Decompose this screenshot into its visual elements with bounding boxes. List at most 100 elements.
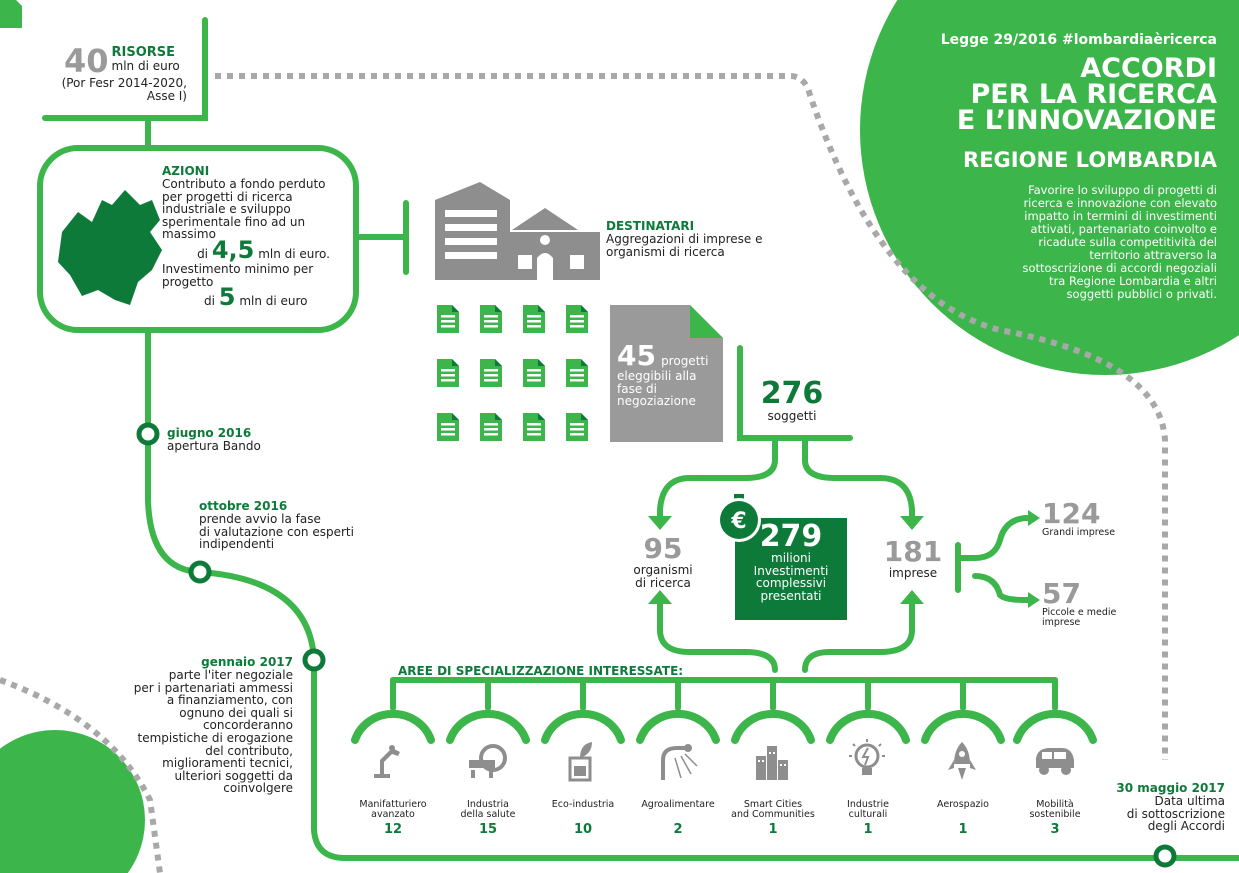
corner-circle — [0, 730, 145, 873]
document-icon — [437, 413, 459, 441]
area-count: 2 — [673, 822, 683, 837]
header: Legge 29/2016 #lombardiaèricerca ACCORDI… — [941, 32, 1217, 301]
resources-note-line: (Por Fesr 2014-2020, — [61, 76, 187, 90]
recipients-heading: DESTINATARI — [606, 219, 695, 233]
arrow-down-right — [900, 516, 924, 530]
dotted-path-left — [0, 677, 163, 873]
area-label-line: Industrie — [847, 799, 889, 810]
timeline-line: a finanziamento, con — [166, 693, 293, 708]
description-line: ricadute sulla competitività del — [1038, 235, 1217, 249]
timeline-line: di valutazione con esperti — [199, 524, 354, 539]
actions-line: industriale e sviluppo — [162, 202, 291, 217]
companies-number: 181 — [883, 535, 943, 568]
timeline-line: ognuno dei quali si — [179, 705, 293, 720]
timeline-date: gennaio 2017 — [201, 655, 293, 669]
projects-number: 45 — [617, 339, 656, 372]
area-label-line: Industria — [467, 799, 509, 810]
document-icon — [480, 359, 502, 387]
actions-line: Contributo a fondo perduto — [162, 177, 326, 191]
timeline-june: giugno 2016 apertura Bando — [167, 427, 307, 453]
area-label-line: sostenibile — [1029, 809, 1081, 820]
arrow-up-right — [900, 590, 924, 604]
medical-scanner-icon — [469, 744, 507, 778]
area-label-line: Agroalimentare — [641, 799, 715, 810]
actions-max: di 4,5 mln di euro. — [162, 238, 330, 263]
leaf-jar-icon — [568, 742, 592, 782]
timeline-line: concorderanno — [202, 718, 293, 733]
timeline-line: apertura Bando — [167, 439, 261, 453]
resources-label: RISORSE — [111, 45, 176, 60]
recipients-line: Aggregazioni di imprese e — [606, 232, 763, 246]
timeline-line — [42, 17, 1239, 861]
electric-car-icon — [1036, 748, 1074, 775]
areas-up-right — [802, 597, 915, 673]
timeline-line: indipendenti — [199, 537, 275, 551]
projects-line: fase di — [617, 381, 657, 396]
area-count: 3 — [1050, 822, 1060, 837]
actions-max-prefix: di — [197, 246, 209, 261]
title-line: E L’INNOVAZIONE — [956, 105, 1217, 136]
investment-line: Investimenti — [753, 563, 829, 578]
actions-min-prefix: di — [204, 294, 215, 309]
rocket-icon — [948, 742, 976, 780]
area-label-line: Manifatturiero — [359, 799, 427, 810]
document-icon — [566, 413, 588, 441]
areas-up-left — [657, 597, 778, 673]
resources-unit: mln di euro — [111, 59, 180, 73]
actions-min-value: 5 — [218, 283, 236, 312]
document-icon — [480, 305, 502, 333]
area-label: Agroalimentare — [630, 800, 726, 810]
irrigation-icon — [661, 744, 698, 780]
header-region: REGIONE LOMBARDIA — [963, 148, 1217, 172]
timeline-line: prende avvio la fase — [199, 512, 321, 526]
timeline-line: parte l'iter negoziale — [168, 668, 293, 682]
description-line: soggetti pubblici o privati. — [1066, 287, 1217, 301]
lightbulb-icon — [849, 739, 885, 775]
large-label: Grandi imprese — [1042, 527, 1116, 538]
description-line: tra Regione Lombardia e altri — [1049, 274, 1217, 288]
resources-note: (Por Fesr 2014-2020,Asse I) — [47, 77, 187, 103]
area-label-line: and Communities — [731, 809, 815, 820]
timeline-line: del contributo, — [205, 743, 293, 758]
arrow-small — [1028, 592, 1040, 608]
arrow-up-left — [648, 590, 672, 604]
timeline-line: miglioramenti tecnici, — [162, 756, 293, 771]
subjects-label: soggetti — [767, 409, 817, 423]
branch-left — [657, 435, 778, 523]
area-count: 15 — [478, 822, 498, 837]
city-icon — [756, 746, 788, 780]
timeline-line: tempistiche di erogazione — [137, 730, 293, 745]
area-label-line: avanzato — [371, 809, 415, 820]
actions-min: di 5 mln di euro — [162, 285, 347, 310]
subjects: 276 soggetti — [752, 378, 832, 423]
large-number: 124 — [1042, 497, 1101, 530]
resources-number: 40 — [64, 42, 109, 80]
area-stems — [390, 677, 1058, 711]
area-label-line: culturali — [848, 809, 888, 820]
document-icon — [523, 305, 545, 333]
research-orgs-line: di ricerca — [635, 575, 691, 590]
projects-line: eleggibili alla — [617, 369, 697, 383]
area-label-line: Aerospazio — [937, 799, 989, 810]
arrow-large — [1028, 510, 1040, 526]
recipients-connector — [353, 200, 409, 275]
lombardy-map-icon — [58, 190, 162, 305]
research-orgs-number: 95 — [643, 532, 683, 565]
header-tag: Legge 29/2016 #lombardiaèricerca — [940, 32, 1217, 48]
document-icon — [437, 359, 459, 387]
